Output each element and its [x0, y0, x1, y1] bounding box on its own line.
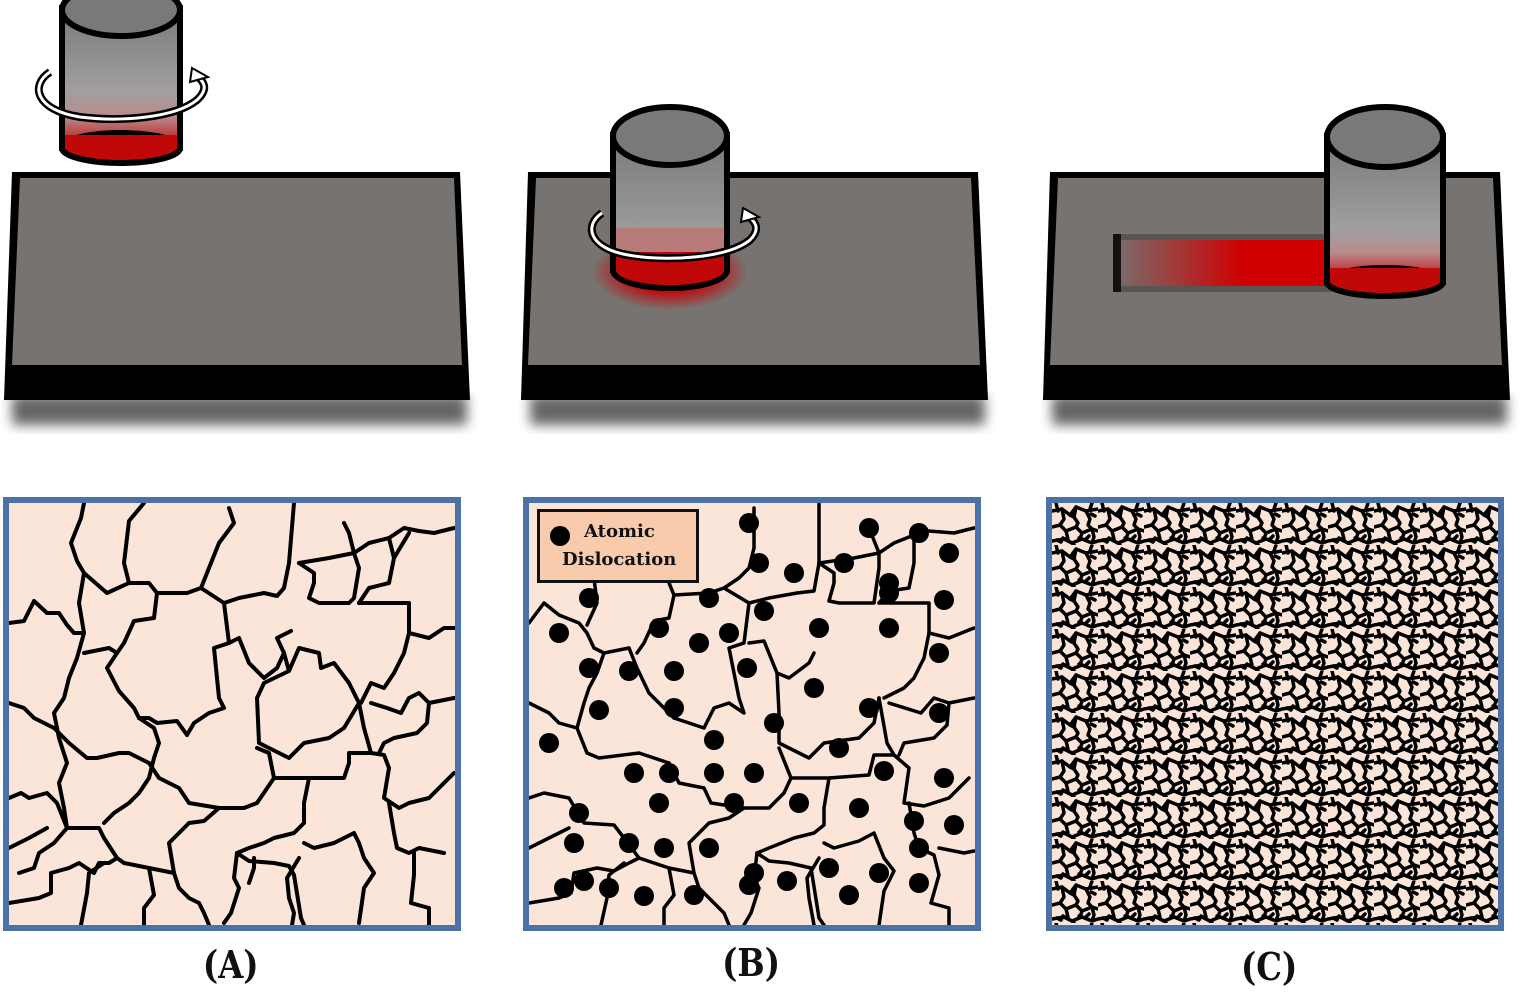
- tool-approach-illustration: [4, 0, 470, 425]
- legend-label-line2: Dislocation: [562, 549, 677, 570]
- microstructure-b: Atomic Dislocation: [523, 497, 981, 931]
- rotating-tool-icon: [59, 0, 183, 166]
- microstructure-a: [3, 497, 461, 931]
- dislocation-dot-icon: [550, 526, 570, 546]
- tool-traverse-illustration: [1043, 104, 1510, 425]
- legend-box: Atomic Dislocation: [537, 509, 699, 583]
- dislocation-dots: [539, 513, 964, 906]
- weld-track-icon: [1113, 234, 1343, 292]
- fine-grain-boundaries: [1052, 503, 1498, 925]
- caption-c: (C): [1240, 944, 1298, 989]
- microstructure-c: [1046, 497, 1504, 931]
- rotation-arrow-icon: [34, 66, 211, 123]
- panel-c-process: [1040, 0, 1527, 440]
- tool-plunge-illustration: [521, 104, 988, 425]
- traversing-tool-icon: [1324, 104, 1446, 299]
- panel-b-process: [518, 0, 1018, 440]
- caption-a: (A): [202, 942, 259, 987]
- panel-a-process: [0, 0, 500, 440]
- grains-with-dislocations: [529, 503, 975, 925]
- caption-b: (B): [722, 940, 780, 985]
- rotation-arrow-icon: [587, 206, 762, 263]
- coarse-grain-boundaries: [9, 503, 455, 925]
- legend-label-line1: Atomic: [584, 521, 655, 542]
